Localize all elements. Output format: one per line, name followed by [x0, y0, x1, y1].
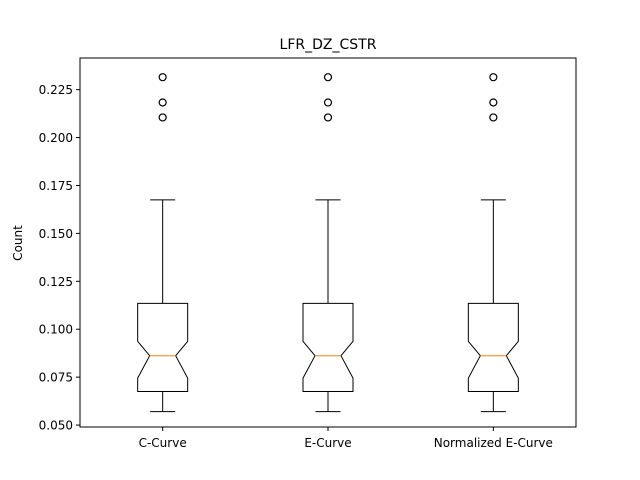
- outlier-point: [489, 73, 498, 82]
- x-tick-label: C-Curve: [139, 436, 187, 450]
- y-axis: 0.050 0.075 0.100 0.125 0.150 0.175 0.200 0.225: [39, 83, 80, 433]
- chart-title: LFR_DZ_CSTR: [280, 37, 377, 53]
- y-tick-label: 0.175: [39, 179, 73, 193]
- notched-box: [467, 302, 519, 393]
- box-1: [302, 73, 354, 413]
- y-tick-label: 0.200: [39, 131, 73, 145]
- y-tick-label: 0.125: [39, 275, 73, 289]
- outlier-point: [158, 113, 167, 122]
- x-tick-label: E-Curve: [304, 436, 351, 450]
- x-axis: C-Curve E-Curve Normalized E-Curve: [139, 427, 553, 450]
- notched-box: [137, 302, 189, 393]
- axes-frame: [79, 57, 577, 428]
- y-tick-label: 0.050: [39, 419, 73, 433]
- y-axis-label: Count: [11, 225, 25, 261]
- outlier-point: [489, 98, 498, 107]
- plot-area: [137, 73, 519, 413]
- y-tick-label: 0.150: [39, 227, 73, 241]
- outlier-point: [489, 113, 498, 122]
- y-tick-label: 0.075: [39, 371, 73, 385]
- outlier-point: [323, 98, 333, 107]
- outlier-point: [158, 98, 167, 107]
- outlier-point: [158, 73, 167, 82]
- outlier-point: [323, 113, 333, 122]
- box-2: [467, 73, 519, 413]
- notched-box: [302, 302, 354, 393]
- y-tick-label: 0.100: [39, 323, 73, 337]
- box-0: [137, 73, 189, 413]
- x-tick-label: Normalized E-Curve: [434, 436, 553, 450]
- outlier-point: [323, 73, 333, 82]
- y-tick-label: 0.225: [39, 83, 73, 97]
